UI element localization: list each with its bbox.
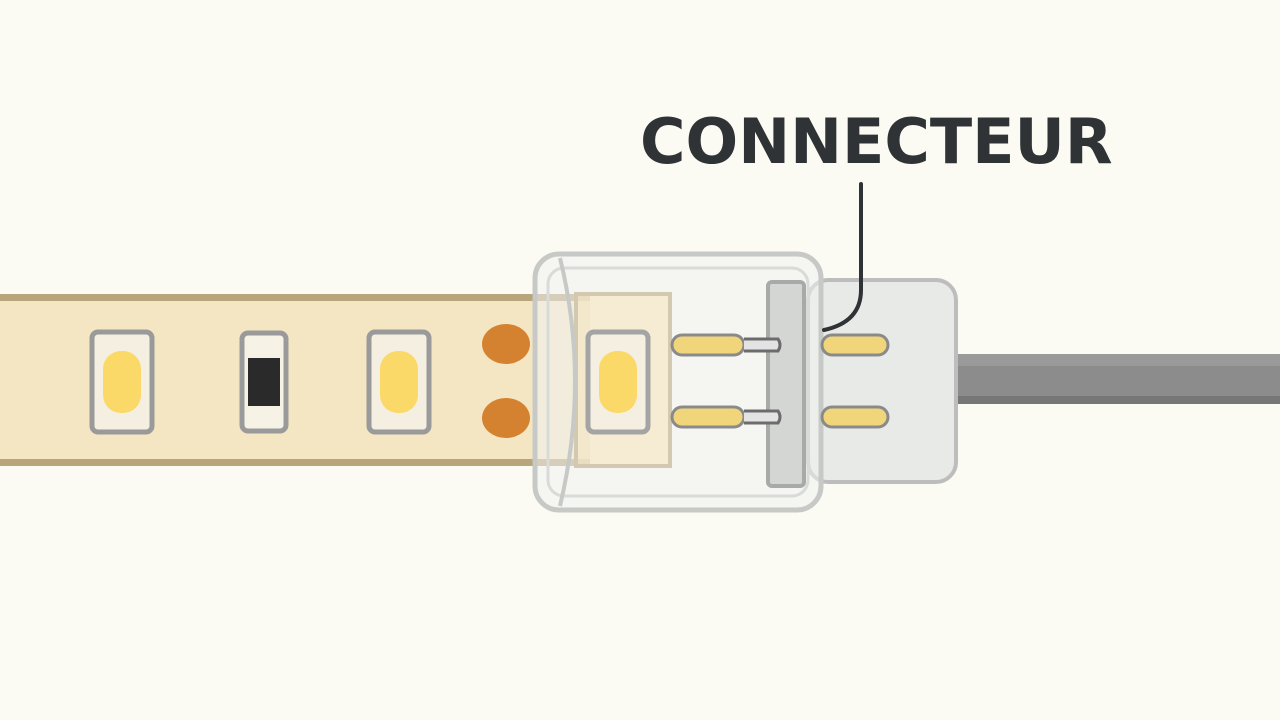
- cable: [950, 354, 1280, 404]
- resistor: [239, 330, 289, 434]
- connector-label: CONNECTEUR: [640, 105, 1113, 178]
- connector-divider: [766, 280, 806, 488]
- connector-rear-block: [806, 278, 958, 484]
- label-leader-line: [822, 182, 863, 332]
- led-chip: [366, 329, 432, 435]
- connector-front-housing: [532, 251, 824, 513]
- led-strip: [0, 294, 590, 466]
- led-chip: [89, 329, 155, 435]
- solder-pads: [482, 324, 530, 438]
- led-chip: [585, 329, 651, 435]
- connector-pins: [670, 333, 890, 429]
